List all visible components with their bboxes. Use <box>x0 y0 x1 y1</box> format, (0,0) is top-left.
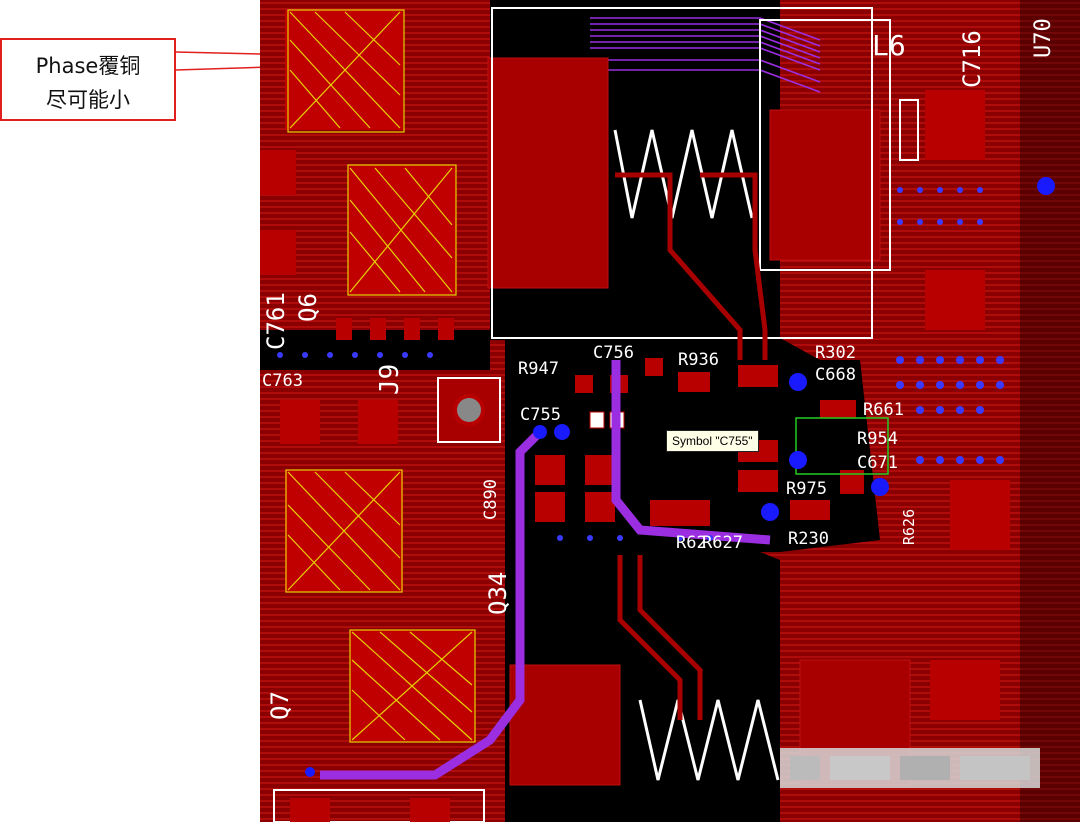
pad-r947[interactable] <box>575 375 593 393</box>
pad-q6-4[interactable] <box>438 318 454 340</box>
symbol-tooltip: Symbol "C755" <box>666 430 759 452</box>
callout-line-1: Phase覆铜 <box>35 54 141 78</box>
pad-c67x[interactable] <box>738 470 778 492</box>
pad-q6-3[interactable] <box>404 318 420 340</box>
label-r936: R936 <box>678 350 719 370</box>
label-c671: C671 <box>857 453 898 473</box>
mosfet-pad-array-icon <box>347 164 457 296</box>
inductor-l6-pad-left[interactable] <box>487 57 609 289</box>
pad-r302[interactable] <box>738 365 778 387</box>
pad-r62[interactable] <box>650 500 710 526</box>
label-q34: Q34 <box>484 572 512 615</box>
pad-right-mid[interactable] <box>950 480 1010 550</box>
inductor-l6-silk <box>759 19 891 271</box>
pad-q6-1[interactable] <box>336 318 352 340</box>
label-l6: L6 <box>872 29 906 62</box>
right-channel <box>1020 0 1080 822</box>
label-r975: R975 <box>786 479 827 499</box>
inductor-l6-pad-right[interactable] <box>769 109 881 261</box>
pad-c761-b[interactable] <box>260 230 296 275</box>
label-r947: R947 <box>518 359 559 379</box>
pad-r661[interactable] <box>820 400 856 418</box>
pad-c716-b[interactable] <box>925 270 985 330</box>
label-c763: C763 <box>262 371 303 391</box>
sense-trace-d <box>637 555 703 720</box>
mosfet-pad-array-icon <box>285 469 403 593</box>
mounting-hole-icon[interactable] <box>437 377 501 443</box>
left-channel <box>260 330 490 370</box>
pad-q6-2[interactable] <box>370 318 386 340</box>
label-q7: Q7 <box>266 691 294 720</box>
label-r626: R626 <box>900 509 918 545</box>
label-r230: R230 <box>788 529 829 549</box>
inductor-zigzag-icon <box>613 129 754 219</box>
label-c890: C890 <box>481 479 501 520</box>
pad-c890-a[interactable] <box>535 455 565 485</box>
sense-trace-b <box>700 172 768 360</box>
label-u70: U70 <box>1031 18 1056 58</box>
purple-highlight-net-a <box>320 428 544 780</box>
pad-c761-a[interactable] <box>260 150 296 195</box>
inductor-top-silk <box>491 7 873 339</box>
highlight-box-r954 <box>795 417 889 475</box>
sense-trace-a <box>615 172 743 360</box>
pad-r230[interactable] <box>790 500 830 520</box>
silk-outline-bottom-left <box>273 789 485 822</box>
pad-r936[interactable] <box>678 372 710 392</box>
pad-bottom-left-b[interactable] <box>410 798 450 822</box>
label-c756: C756 <box>593 343 634 363</box>
pad-c763-a[interactable] <box>280 400 320 444</box>
label-r954: R954 <box>857 429 898 449</box>
pad-bottom-left-a[interactable] <box>290 798 330 822</box>
inductor-zigzag-icon <box>638 699 780 781</box>
pad-c763-b[interactable] <box>358 400 398 444</box>
label-q6: Q6 <box>294 293 322 322</box>
pad-c890-b[interactable] <box>585 455 615 485</box>
pad-c716-a[interactable] <box>925 90 985 160</box>
silk-c716 <box>899 99 919 161</box>
label-r302: R302 <box>815 343 856 363</box>
pad-c755-a[interactable] <box>589 411 605 429</box>
watermark-blur <box>780 748 1040 788</box>
sense-trace-c <box>617 555 683 720</box>
via-grid <box>277 187 1004 541</box>
callout-line-2: 尽可能小 <box>46 88 130 112</box>
mosfet-pad-array-icon <box>285 9 405 133</box>
label-r661: R661 <box>863 400 904 420</box>
pcb-layout-canvas[interactable]: R947 C756 R936 R302 C668 R661 R954 C671 … <box>260 0 1080 822</box>
annotation-callout: Phase覆铜 尽可能小 <box>0 38 176 121</box>
label-j9: J9 <box>375 364 405 395</box>
label-r627: R627 <box>702 533 743 553</box>
label-c755: C755 <box>520 405 561 425</box>
purple-highlight-net-b <box>611 360 771 545</box>
via-array <box>305 177 1055 777</box>
pad-c756-b[interactable] <box>645 358 663 376</box>
pad-c890-d[interactable] <box>585 492 615 522</box>
inductor-bottom-pad-left[interactable] <box>509 664 621 786</box>
mosfet-pad-array-icon <box>349 629 476 743</box>
label-c761: C761 <box>262 292 290 350</box>
pad-right-low[interactable] <box>930 660 1000 720</box>
label-r62: R62 <box>676 533 707 553</box>
label-c716: C716 <box>958 30 986 88</box>
pad-c890-c[interactable] <box>535 492 565 522</box>
silkscreen-labels: R947 C756 R936 R302 C668 R661 R954 C671 … <box>262 29 906 553</box>
label-c668: C668 <box>815 365 856 385</box>
